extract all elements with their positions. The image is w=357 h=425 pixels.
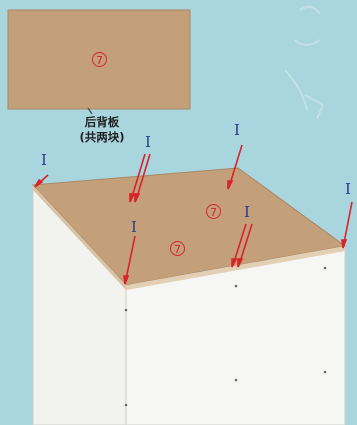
- arrows: [34, 144, 353, 285]
- fastener-marker: I: [234, 121, 240, 139]
- part-number-badge: 7: [92, 52, 107, 67]
- back-panel-label-line1: 后背板: [84, 115, 120, 129]
- background-marks: [284, 5, 325, 120]
- fastener-marker: I: [244, 203, 250, 221]
- back-panel-label-line2: (共两块): [79, 130, 125, 144]
- fastener-marker: I: [345, 180, 351, 198]
- top-board-edge-right: [126, 246, 345, 290]
- screw-holes: [124, 266, 327, 407]
- pointer-mark: [87, 107, 93, 115]
- fastener-marker: I: [41, 151, 47, 169]
- back-panel-label: 后背板 (共两块): [74, 115, 130, 145]
- fastener-marker: I: [145, 133, 151, 151]
- top-board-edge: [33, 185, 126, 290]
- fastener-marker: I: [131, 218, 137, 236]
- part-number-badge: 7: [206, 204, 221, 219]
- part-number-badge: 7: [170, 241, 185, 256]
